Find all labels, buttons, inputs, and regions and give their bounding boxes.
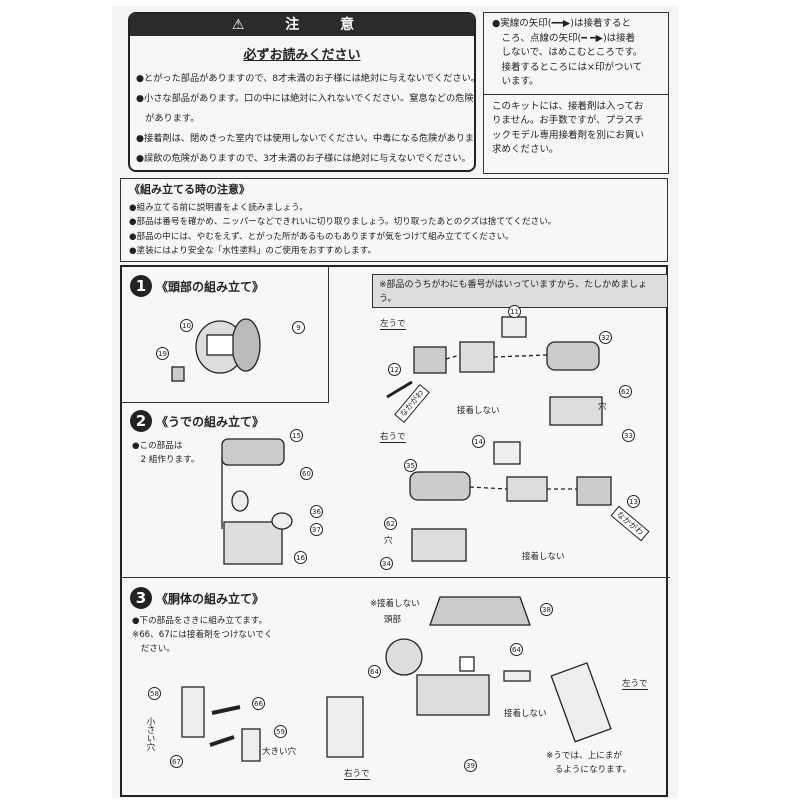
step2-text: ●この部品は 2 組作ります。 xyxy=(132,439,200,467)
legend-line: しないで、はめこむところです。 xyxy=(492,47,643,58)
part-number: 36 xyxy=(310,505,323,518)
part-number: 64 xyxy=(368,665,381,678)
part-number: 12 xyxy=(388,363,401,376)
part-number: 62 xyxy=(619,385,632,398)
step-number: 3 xyxy=(130,587,152,609)
arm-bend-note: ※うでは、上にまが るようになります。 xyxy=(546,749,631,777)
step1-panel xyxy=(122,267,329,403)
part-number: 32 xyxy=(599,331,612,344)
step3-title: 3 《胴体の組み立て》 xyxy=(130,587,264,609)
kit-line: ックモデル専用接着剤を別にお買い xyxy=(492,129,645,141)
part-number: 66 xyxy=(252,697,265,710)
caution-subtitle: 必ずお読みください xyxy=(243,48,361,63)
assembly-diagram-frame: 1 《頭部の組み立て》 10 9 19 2 《うでの組み立て》 ●この部品は 2 組… xyxy=(120,265,670,797)
step-text-line: 2 組作ります。 xyxy=(132,455,200,465)
no-glue-label: 接着しない xyxy=(504,709,547,719)
part-number: 33 xyxy=(622,429,635,442)
kit-line: このキットには、接着剤は入ってお xyxy=(492,100,644,112)
note-line: るようになります。 xyxy=(546,765,632,775)
part-number: 10 xyxy=(180,319,193,332)
caution-item: ●小さな部品があります。口の中には絶対に入れないでください。窒息などの危険 xyxy=(136,93,474,104)
step1-title: 1 《頭部の組み立て》 xyxy=(130,275,264,297)
part-number: 13 xyxy=(627,495,640,508)
assembly-notes-title: 《組み立てる時の注意》 xyxy=(129,183,250,196)
step-title-text: 《頭部の組み立て》 xyxy=(156,279,265,294)
kit-line: 求めください。 xyxy=(492,144,559,155)
head-drawing xyxy=(171,318,261,382)
legend-box: ●実線の矢印(━━▶)は接着すると ころ、点線の矢印(━ ━▶)は接着 しないで… xyxy=(483,12,669,174)
big-hole-label: 大きい穴 xyxy=(262,747,297,757)
part-drawings xyxy=(171,316,612,762)
divider xyxy=(484,93,668,95)
hole-label: 穴 xyxy=(384,536,393,546)
step3-divider xyxy=(122,577,670,578)
legend-line: います。 xyxy=(492,76,539,87)
step-text-line: ●この部品は xyxy=(132,441,183,451)
step-title-text: 《胴体の組み立て》 xyxy=(156,591,265,606)
part-number: 59 xyxy=(274,725,287,738)
part-number: 67 xyxy=(170,755,183,768)
arm-step2-drawing xyxy=(221,438,293,565)
left-arm-label: 左うで xyxy=(380,319,406,330)
caution-box: ⚠ 注 意 必ずお読みください ●とがった部品がありますので、8才未満のお子様に… xyxy=(128,12,476,172)
small-hole-label: 小さい穴 xyxy=(145,717,155,751)
right-arm-label: 右うで xyxy=(380,432,406,443)
step-text-line: ●下の部品をさきに組み立てます。 xyxy=(132,616,268,626)
note-line: ※うでは、上にまが xyxy=(546,751,622,761)
left-arm-drawing xyxy=(386,316,603,426)
part-number: 39 xyxy=(464,759,477,772)
part-number: 38 xyxy=(540,603,553,616)
legend-line: 接着するところには×印がついて xyxy=(492,61,643,73)
part-number: 35 xyxy=(404,459,417,472)
hole-label: 穴 xyxy=(598,402,607,412)
part-number: 64 xyxy=(510,643,523,656)
part-number: 16 xyxy=(294,551,307,564)
no-glue-note: ※接着しない xyxy=(370,599,420,609)
step-text-line: ださい。 xyxy=(132,644,175,654)
part-number: 62 xyxy=(384,517,397,530)
part-number: 19 xyxy=(156,347,169,360)
caution-item: ●誤飲の危険がありますので、3才未満のお子様には絶対に与えないでください。 xyxy=(136,153,471,164)
left-arm-label: 左うで xyxy=(622,679,648,690)
part-number: 15 xyxy=(290,429,303,442)
no-glue-label: 接着しない xyxy=(522,552,565,562)
part-number: 9 xyxy=(292,321,305,334)
step-title-text: 《うでの組み立て》 xyxy=(156,414,265,429)
caution-item: ●接着剤は、閉めきった室内では使用しないでください。中毒になる危険があります。 xyxy=(136,133,476,144)
part-number: 37 xyxy=(310,523,323,536)
part-number: 58 xyxy=(148,687,161,700)
right-arm-drawing xyxy=(409,441,612,562)
legend-line: ころ、点線の矢印(━ ━▶)は接着 xyxy=(492,32,636,44)
kit-line: りません。お手数ですが、プラスチ xyxy=(492,115,644,126)
step-text-line: ※66、67には接着剤をつけないでく xyxy=(132,630,273,640)
arm-note: ※部品のうちがわにも番号がはいっていますから、たしかめましょう。 xyxy=(372,274,668,308)
caution-item: があります。 xyxy=(136,113,200,124)
caution-title: ⚠ 注 意 xyxy=(130,14,474,36)
right-arm-label: 右うで xyxy=(344,769,370,780)
legend-line: ●実線の矢印(━━▶)は接着すると xyxy=(492,18,631,29)
note-item: ●塗装にはより安全な「水性塗料」のご使用をおすすめします。 xyxy=(129,246,377,256)
step-number: 1 xyxy=(130,275,152,297)
note-item: ●部品の中には、やむをえず、とがった所があるものもありますが気をつけて組み立てて… xyxy=(129,231,514,242)
step-number: 2 xyxy=(130,410,152,432)
part-number: 14 xyxy=(472,435,485,448)
part-number: 34 xyxy=(380,557,393,570)
body-drawing xyxy=(181,596,612,762)
note-item: ●組み立てる前に説明書をよく読みましょう。 xyxy=(129,202,308,213)
assembly-notes: 《組み立てる時の注意》 ●組み立てる前に説明書をよく読みましょう。 ●部品は番号… xyxy=(120,178,668,262)
head-label: 頭部 xyxy=(384,615,402,625)
part-number: 60 xyxy=(300,467,313,480)
no-glue-label: 接着しない xyxy=(457,406,500,416)
part-number: 11 xyxy=(508,305,521,318)
step3-text: ●下の部品をさきに組み立てます。 ※66、67には接着剤をつけないでく ださい。 xyxy=(132,614,273,656)
caution-item: ●とがった部品がありますので、8才未満のお子様には絶対に与えないでください。 xyxy=(136,73,476,84)
note-item: ●部品は番号を確かめ、ニッパーなどできれいに切り取りましょう。切り取ったあとのク… xyxy=(129,217,557,227)
step2-title: 2 《うでの組み立て》 xyxy=(130,410,264,432)
